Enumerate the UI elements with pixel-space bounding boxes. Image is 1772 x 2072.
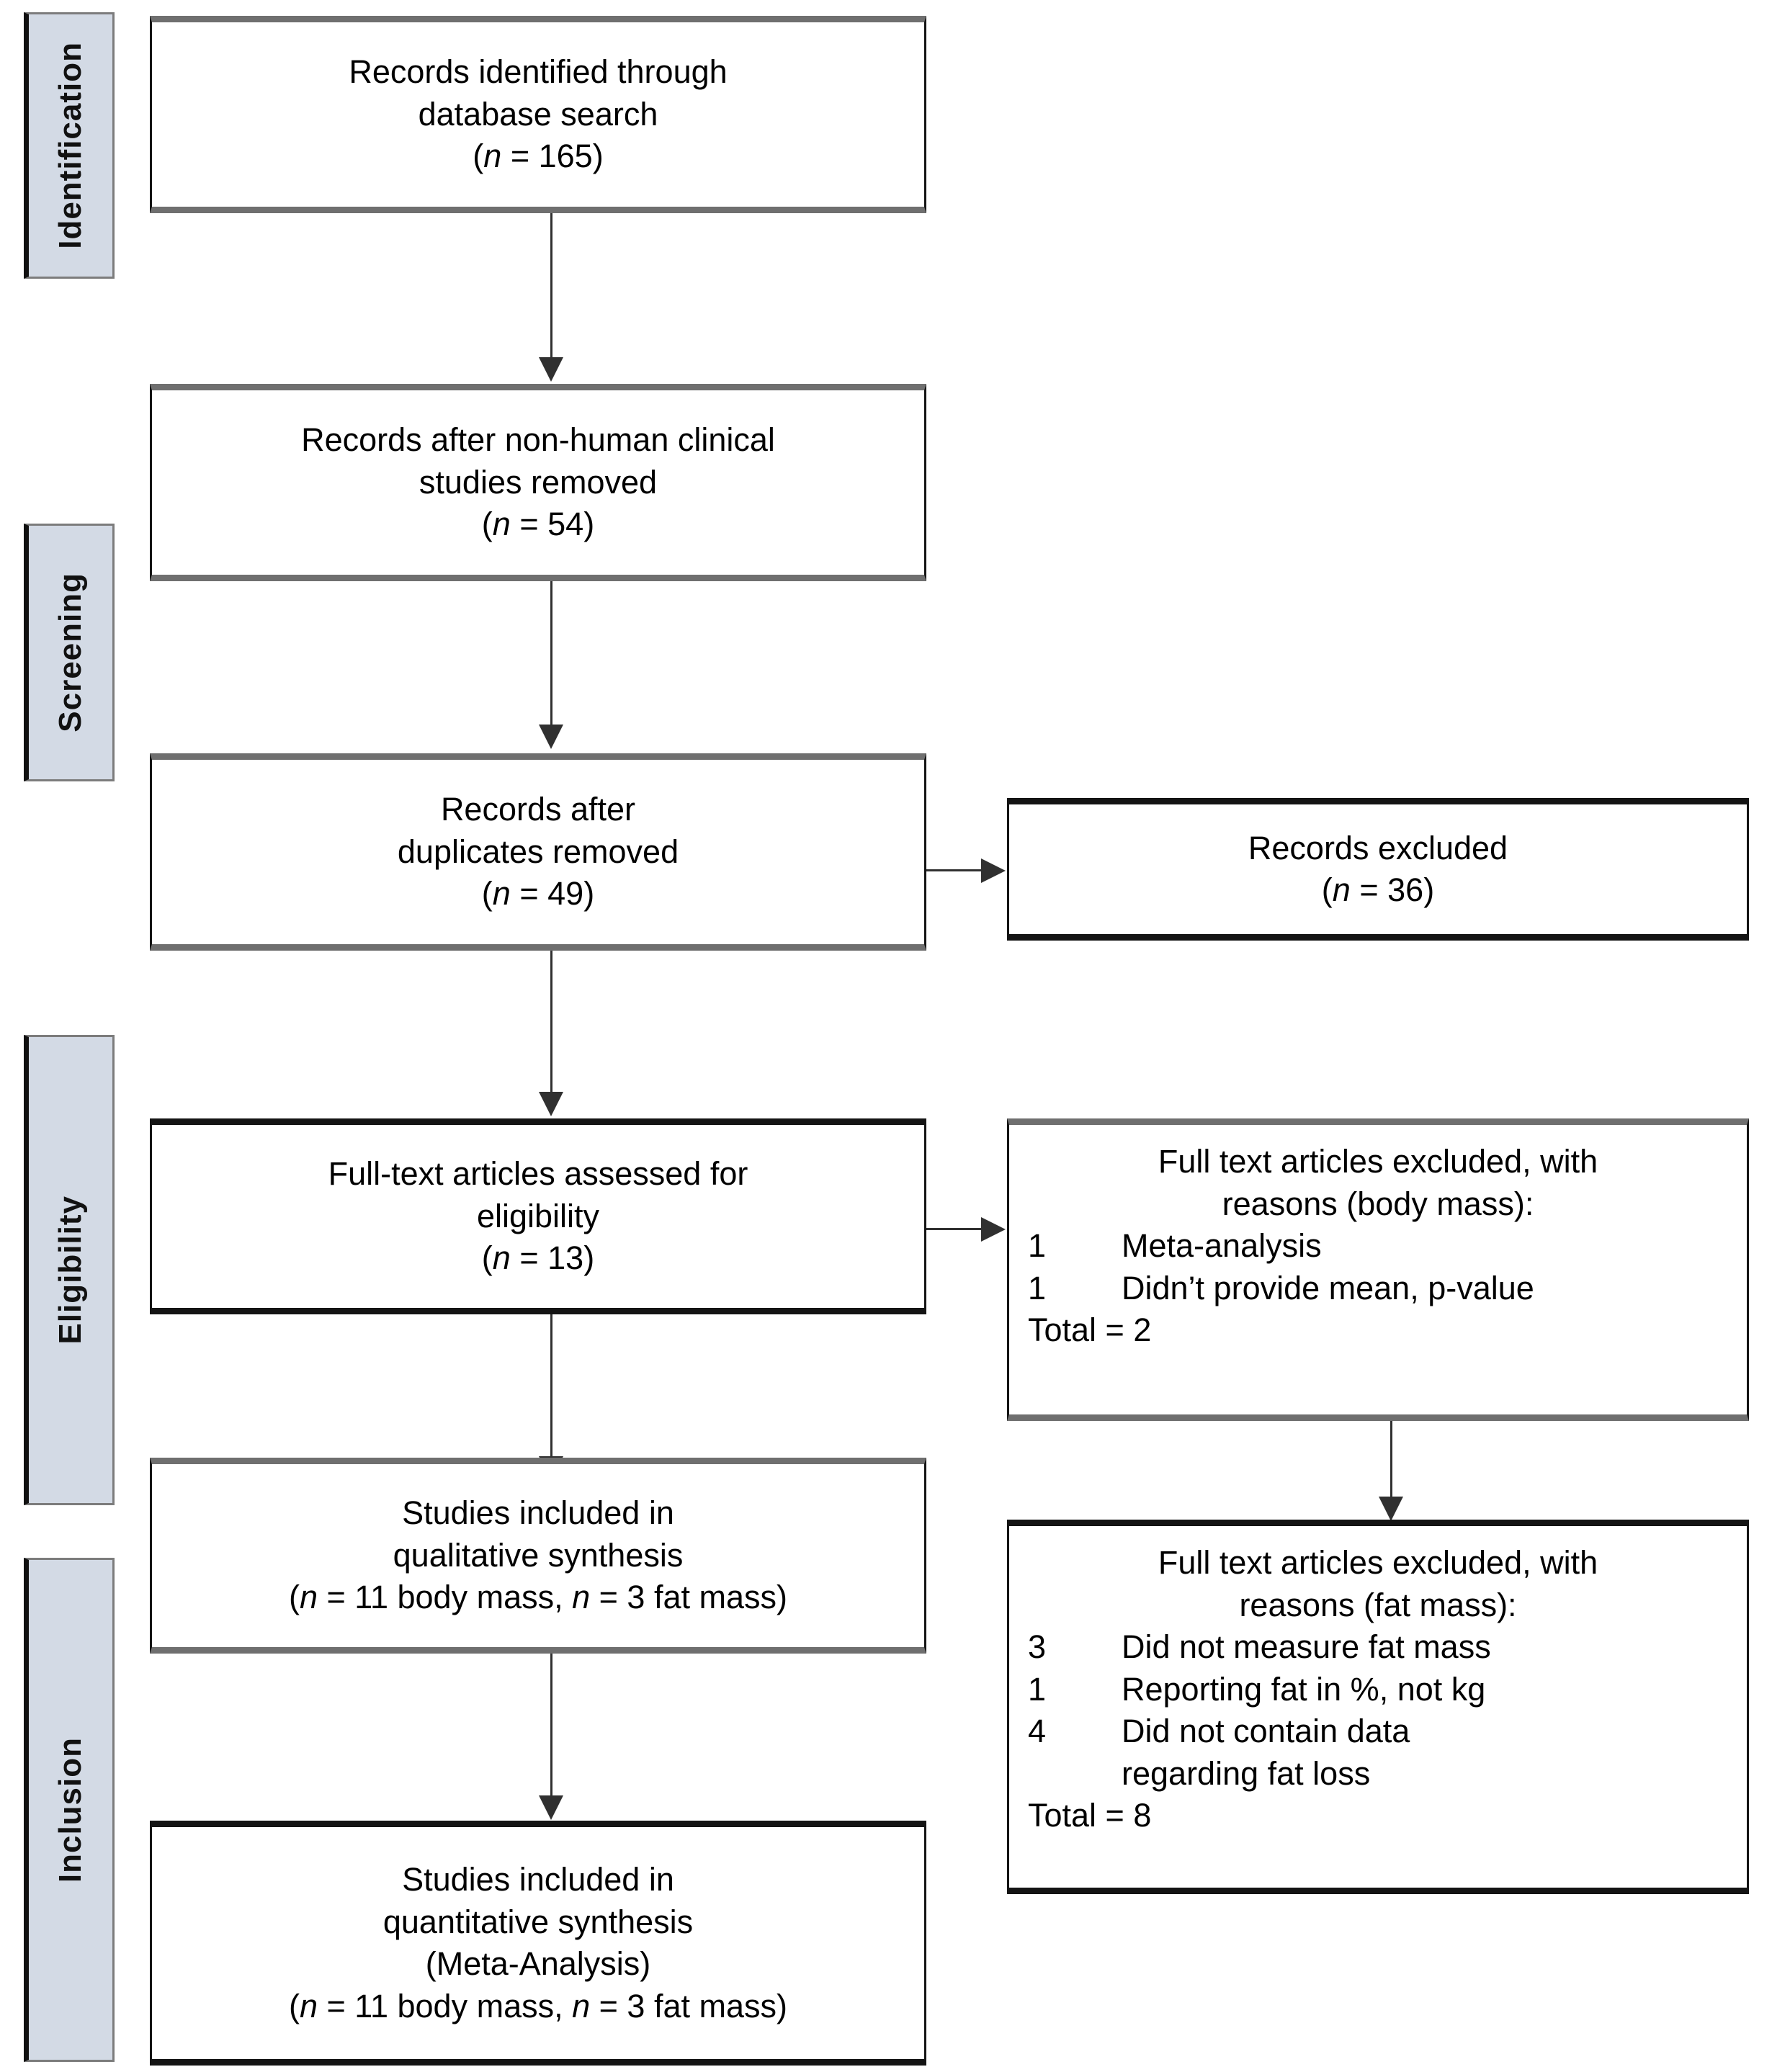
n-italic: n bbox=[299, 1579, 318, 1616]
reason-text-continuation: regarding fat loss bbox=[1122, 1754, 1371, 1792]
arrowhead-qualitative-to-quantitative bbox=[539, 1795, 563, 1820]
reason-count: 1 bbox=[1028, 1670, 1047, 1708]
node-duplicates-removed-count: (n = 49) bbox=[481, 875, 595, 912]
node-fulltext-assessed-count-value: 13 bbox=[547, 1239, 584, 1277]
n-italic: n bbox=[483, 138, 502, 175]
connector-duplicates-to-fulltext bbox=[550, 951, 552, 1093]
reason-row: 3 Did not measure fat mass bbox=[1028, 1626, 1728, 1669]
connector-body-mass-to-fat-mass bbox=[1390, 1420, 1392, 1499]
node-records-identified-line2: database search bbox=[418, 95, 658, 133]
reason-text: Did not contain data bbox=[1122, 1713, 1410, 1749]
arrowhead-duplicates-to-excluded bbox=[981, 858, 1006, 883]
node-fulltext-assessed: Full-text articles assessed for eligibil… bbox=[150, 1118, 926, 1314]
node-quantitative-synthesis-line1: Studies included in bbox=[402, 1861, 674, 1898]
phase-inclusion-label: Inclusion bbox=[53, 1736, 88, 1883]
connector-fulltext-to-qualitative bbox=[550, 1314, 552, 1458]
node-records-excluded-line1: Records excluded bbox=[1248, 829, 1508, 866]
node-duplicates-removed-line2: duplicates removed bbox=[397, 833, 679, 870]
connector-nonhuman-to-duplicates bbox=[550, 580, 552, 725]
node-records-identified-line1: Records identified through bbox=[349, 53, 728, 91]
n-italic: n bbox=[1332, 871, 1351, 908]
reason-row: 1 Reporting fat in %, not kg bbox=[1028, 1669, 1728, 1711]
n-italic: n bbox=[492, 1239, 511, 1277]
node-records-excluded-count: (n = 36) bbox=[1321, 871, 1435, 908]
arrowhead-nonhuman-to-duplicates bbox=[539, 725, 563, 749]
n-italic: n bbox=[492, 875, 511, 912]
arrowhead-fulltext-to-excluded-body-mass bbox=[981, 1217, 1006, 1242]
node-records-identified-count: (n = 165) bbox=[473, 138, 604, 175]
n-italic: n bbox=[572, 1987, 591, 2024]
phase-screening: Screening bbox=[24, 524, 115, 781]
node-excluded-body-mass-total: Total = 2 bbox=[1028, 1311, 1152, 1348]
node-duplicates-removed-line1: Records after bbox=[440, 791, 636, 828]
n-italic: n bbox=[572, 1579, 591, 1616]
reason-count: 1 bbox=[1028, 1227, 1047, 1264]
node-records-excluded-count-value: 36 bbox=[1387, 871, 1424, 908]
node-quantitative-synthesis-count: (n = 11 body mass, n = 3 fat mass) bbox=[288, 1987, 788, 2024]
reason-text: Didn’t provide mean, p-value bbox=[1122, 1269, 1534, 1306]
node-qualitative-synthesis-line1: Studies included in bbox=[402, 1494, 674, 1532]
arrowhead-identified-to-nonhuman bbox=[539, 357, 563, 382]
node-nonhuman-removed-count: (n = 54) bbox=[481, 506, 595, 543]
node-fulltext-assessed-line2: eligibility bbox=[476, 1197, 600, 1234]
eq-sign: = bbox=[501, 138, 539, 175]
node-qualitative-synthesis-count: (n = 11 body mass, n = 3 fat mass) bbox=[288, 1579, 788, 1616]
phase-eligibility-label: Eligibility bbox=[53, 1196, 88, 1345]
connector-identified-to-nonhuman bbox=[550, 213, 552, 360]
node-records-identified: Records identified through database sear… bbox=[150, 16, 926, 213]
phase-inclusion: Inclusion bbox=[24, 1558, 115, 2062]
arrowhead-body-mass-to-fat-mass bbox=[1379, 1497, 1403, 1521]
node-excluded-body-mass-heading-line2: reasons (body mass): bbox=[1222, 1185, 1534, 1222]
node-qualitative-synthesis: Studies included in qualitative synthesi… bbox=[150, 1458, 926, 1654]
node-excluded-fat-mass-heading-line1: Full text articles excluded, with bbox=[1158, 1544, 1598, 1581]
node-quantitative-synthesis: Studies included in quantitative synthes… bbox=[150, 1821, 926, 2066]
reason-row: 1 Didn’t provide mean, p-value bbox=[1028, 1268, 1728, 1310]
quant-mid-b: = 3 fat mass bbox=[590, 1987, 777, 2024]
node-quantitative-synthesis-line2: quantitative synthesis bbox=[382, 1903, 694, 1940]
qual-mid-a: = 11 body mass, bbox=[318, 1579, 573, 1616]
phase-eligibility: Eligibility bbox=[24, 1035, 115, 1505]
reason-text: Meta-analysis bbox=[1122, 1227, 1322, 1264]
node-duplicates-removed: Records after duplicates removed (n = 49… bbox=[150, 753, 926, 951]
node-excluded-body-mass-heading-line1: Full text articles excluded, with bbox=[1158, 1143, 1598, 1180]
connector-fulltext-to-excluded-body-mass bbox=[926, 1228, 983, 1230]
reason-count: 3 bbox=[1028, 1628, 1047, 1665]
node-qualitative-synthesis-line2: qualitative synthesis bbox=[393, 1536, 684, 1574]
connector-qualitative-to-quantitative bbox=[550, 1653, 552, 1797]
phase-identification-label: Identification bbox=[53, 42, 88, 249]
node-nonhuman-removed-count-value: 54 bbox=[547, 506, 584, 543]
qual-mid-b: = 3 fat mass bbox=[590, 1579, 777, 1616]
n-italic: n bbox=[492, 506, 511, 543]
connector-duplicates-to-excluded bbox=[926, 869, 983, 871]
quant-mid-a: = 11 body mass, bbox=[318, 1987, 573, 2024]
node-quantitative-synthesis-line3: (Meta-Analysis) bbox=[425, 1945, 651, 1982]
n-italic: n bbox=[299, 1987, 318, 2024]
node-nonhuman-removed-line1: Records after non-human clinical bbox=[301, 421, 775, 459]
reason-count: 1 bbox=[1028, 1269, 1047, 1306]
node-duplicates-removed-count-value: 49 bbox=[547, 875, 584, 912]
node-excluded-body-mass: Full text articles excluded, with reason… bbox=[1007, 1118, 1749, 1421]
node-excluded-fat-mass-total: Total = 8 bbox=[1028, 1797, 1152, 1834]
node-excluded-fat-mass-heading-line2: reasons (fat mass): bbox=[1239, 1586, 1517, 1623]
arrowhead-duplicates-to-fulltext bbox=[539, 1092, 563, 1116]
node-fulltext-assessed-count: (n = 13) bbox=[481, 1239, 595, 1277]
reason-row: 1 Meta-analysis bbox=[1028, 1225, 1728, 1268]
reason-row: 4 Did not contain data bbox=[1028, 1710, 1728, 1753]
node-fulltext-assessed-line1: Full-text articles assessed for bbox=[328, 1155, 748, 1193]
node-excluded-fat-mass: Full text articles excluded, with reason… bbox=[1007, 1520, 1749, 1894]
node-records-identified-count-value: 165 bbox=[538, 138, 593, 175]
phase-identification: Identification bbox=[24, 12, 115, 279]
node-nonhuman-removed-line2: studies removed bbox=[419, 463, 658, 501]
node-records-excluded: Records excluded (n = 36) bbox=[1007, 798, 1749, 941]
reason-count: 4 bbox=[1028, 1713, 1047, 1749]
phase-screening-label: Screening bbox=[53, 573, 88, 732]
node-nonhuman-removed: Records after non-human clinical studies… bbox=[150, 384, 926, 581]
reason-text: Did not measure fat mass bbox=[1122, 1628, 1491, 1665]
reason-text: Reporting fat in %, not kg bbox=[1122, 1670, 1486, 1708]
